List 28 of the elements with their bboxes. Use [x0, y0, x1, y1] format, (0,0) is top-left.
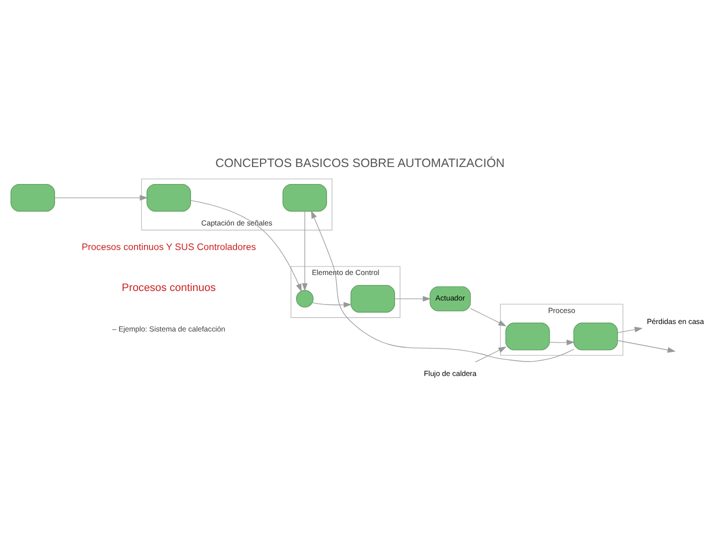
node-text: Pérdidas en casa — [646, 316, 704, 326]
arrow — [394, 295, 431, 302]
arrow — [617, 340, 676, 352]
node-text: Flujo de caldera — [424, 368, 477, 378]
arrow — [54, 194, 148, 200]
arrow — [312, 301, 352, 308]
node-box — [505, 322, 550, 350]
node-box — [10, 183, 55, 212]
cluster: Captación de señales — [141, 178, 332, 230]
arrow — [475, 346, 507, 362]
label: – Ejemplo: Sistema de calefacción — [112, 324, 226, 334]
cluster: Proceso — [500, 303, 624, 356]
node-box — [282, 183, 327, 212]
node-box: Actuador — [430, 286, 471, 311]
arrow — [617, 326, 643, 332]
arrow — [302, 210, 308, 291]
arrow — [549, 339, 575, 345]
node-circle — [296, 290, 314, 308]
node-box — [146, 183, 191, 212]
node-box — [573, 322, 618, 350]
label: Procesos continuos Y SUS Controladores — [82, 240, 256, 252]
arrow — [311, 210, 574, 362]
cluster: Elemento de Control — [290, 266, 400, 318]
label: Procesos continuos — [122, 282, 216, 294]
arrow — [470, 308, 506, 326]
node-box — [350, 284, 396, 312]
diagram-title: CONCEPTOS BASICOS SOBRE AUTOMATIZACIÓN — [215, 156, 505, 170]
arrow — [190, 200, 302, 292]
